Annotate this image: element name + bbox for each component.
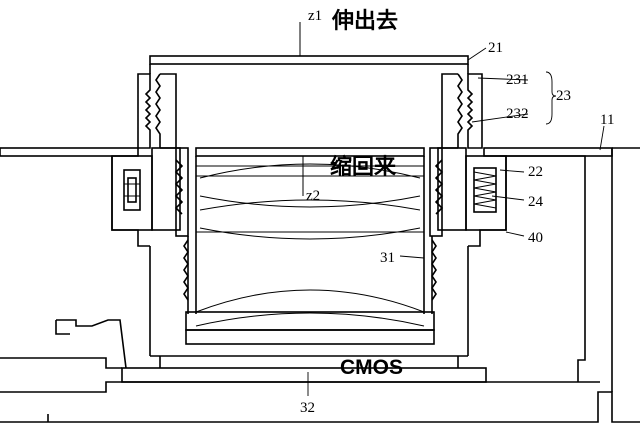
panel-11	[0, 147, 613, 157]
outer-housing-40	[500, 147, 640, 392]
right-threaded-ring	[441, 73, 483, 149]
left-threaded-ring	[137, 73, 177, 149]
left-bracket	[55, 319, 127, 369]
ref-31-label: 31	[380, 250, 395, 266]
ref-21-label: 21	[488, 40, 503, 56]
retract-caption: 缩回来	[330, 154, 397, 180]
extend-caption: 伸出去	[331, 9, 398, 34]
ref-32-label: 32	[300, 400, 315, 416]
right-spring-block	[429, 147, 507, 247]
ref-40-label: 40	[528, 230, 543, 246]
ref-22-label: 22	[528, 164, 543, 180]
lens-group	[185, 163, 435, 345]
cmos-sensor-32	[121, 356, 487, 383]
left-spring-block	[111, 147, 189, 247]
inner-barrel-31	[149, 147, 469, 357]
optical-axes	[299, 22, 304, 196]
leader-lines	[307, 47, 605, 396]
cmos-label: CMOS	[340, 356, 403, 379]
ref-24-label: 24	[528, 194, 544, 210]
ref-11-label: 11	[600, 112, 614, 128]
outer-sleeve-21	[149, 55, 469, 74]
ref-23-label: 23	[556, 88, 571, 104]
ref-231-label: 231	[506, 72, 529, 88]
ref-232-label: 232	[506, 106, 529, 122]
z1-axis-label: z1	[308, 8, 322, 24]
z2-axis-label: z2	[306, 188, 320, 204]
